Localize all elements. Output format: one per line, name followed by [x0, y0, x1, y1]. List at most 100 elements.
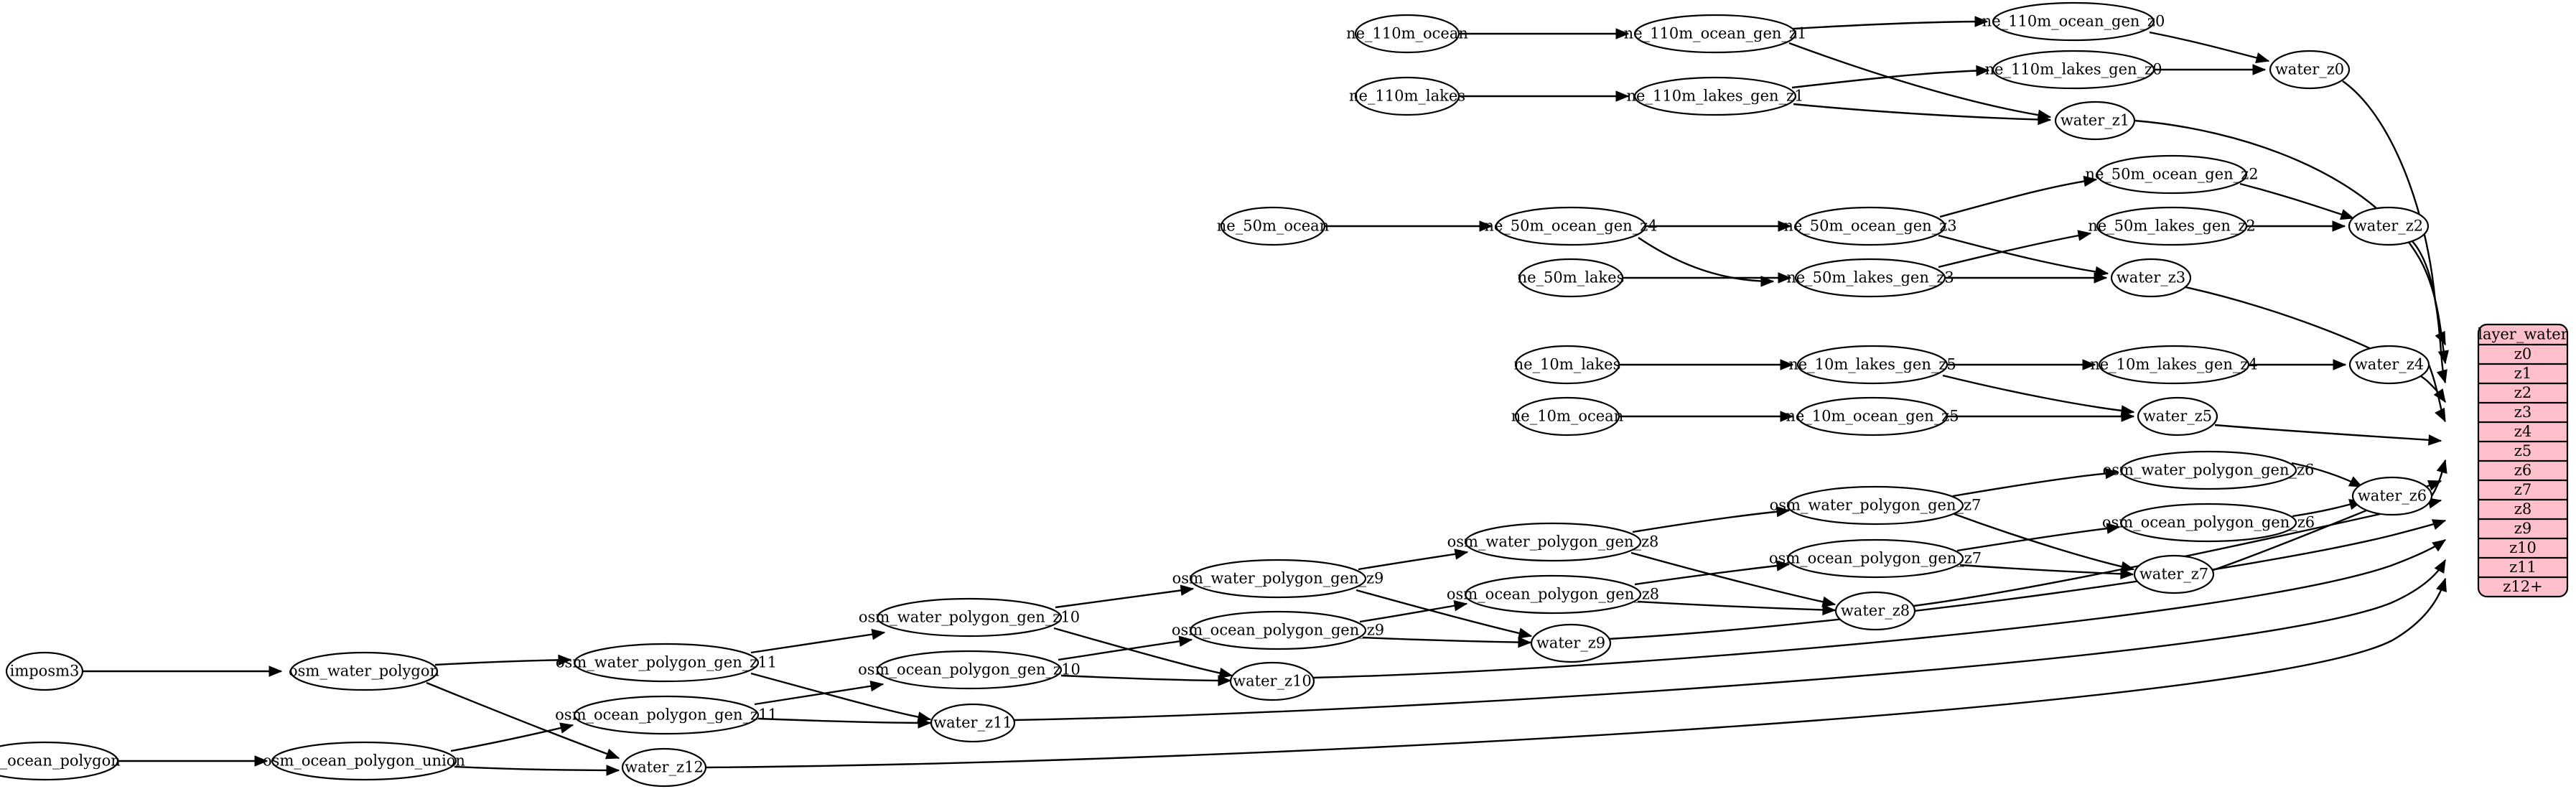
- node-ne_50m_ocean[interactable]: ne_50m_ocean: [1217, 206, 1329, 246]
- node-water_z10[interactable]: water_z10: [1229, 661, 1315, 701]
- node-ne_110m_ocean_gen_z1[interactable]: ne_110m_ocean_gen_z1: [1624, 14, 1807, 54]
- node-osm_ocean_polygon_union[interactable]: osm_ocean_polygon_union: [263, 741, 465, 781]
- node-ne_10m_lakes_gen_z4[interactable]: ne_10m_lakes_gen_z4: [2090, 345, 2258, 385]
- edge-arrowhead: [2332, 220, 2346, 232]
- edge-water_z2-to-z2: [2412, 241, 2447, 384]
- edge-arrowhead: [2106, 523, 2121, 534]
- node-osm_ocean_polygon_gen_z7[interactable]: osm_ocean_polygon_gen_z7: [1769, 538, 1982, 579]
- node-ellipse-ne_10m_ocean_gen_z5: [1796, 396, 1949, 436]
- node-ellipse-ne_110m_ocean_gen_z0: [1992, 1, 2155, 42]
- node-ne_110m_lakes_gen_z0[interactable]: ne_110m_lakes_gen_z0: [1985, 50, 2162, 90]
- edge-arrowhead: [1780, 359, 1794, 370]
- node-ne_10m_lakes_gen_z5[interactable]: ne_10m_lakes_gen_z5: [1788, 345, 1956, 385]
- node-ne_50m_ocean_gen_z2[interactable]: ne_50m_ocean_gen_z2: [2085, 154, 2259, 195]
- node-ne_110m_lakes[interactable]: ne_110m_lakes: [1349, 76, 1465, 116]
- edge-path: [1358, 551, 1468, 571]
- node-osm_ocean_polygon[interactable]: osm_ocean_polygon: [0, 741, 121, 781]
- node-osm_water_polygon_gen_z6[interactable]: osm_water_polygon_gen_z6: [2103, 450, 2315, 490]
- node-water_z8[interactable]: water_z8: [1834, 591, 1916, 631]
- edge-ne_50m_ocean_gen_z3-to-ne_50m_ocean_gen_z2: [1939, 175, 2098, 218]
- edge-ne_110m_lakes-to-ne_110m_lakes_gen_z1: [1460, 90, 1630, 102]
- node-ne_110m_ocean[interactable]: ne_110m_ocean: [1346, 14, 1468, 54]
- node-ellipse-ne_10m_lakes: [1514, 345, 1620, 385]
- edge-path: [750, 631, 885, 654]
- edge-path: [1312, 539, 2446, 679]
- node-water_z3[interactable]: water_z3: [2110, 258, 2192, 298]
- node-ellipse-osm_ocean_polygon_gen_z10: [876, 650, 1063, 690]
- edge-arrowhead: [1760, 276, 1775, 287]
- node-ne_110m_ocean_gen_z0[interactable]: ne_110m_ocean_gen_z0: [1982, 1, 2165, 42]
- edge-path: [754, 683, 884, 706]
- edge-path: [1956, 526, 2120, 552]
- edge-path: [1058, 638, 1193, 661]
- node-water_z5[interactable]: water_z5: [2137, 396, 2218, 436]
- edge-osm_ocean_polygon_gen_z10-to-water_z10: [1060, 674, 1232, 686]
- edge-path: [1634, 563, 1790, 586]
- edge-ne_110m_lakes_gen_z1-to-ne_110m_lakes_gen_z0: [1791, 65, 1990, 89]
- edge-path: [1793, 103, 2051, 121]
- edge-path: [1938, 234, 2109, 275]
- node-osm_ocean_polygon_gen_z8[interactable]: osm_ocean_polygon_gen_z8: [1447, 574, 1659, 615]
- node-ne_50m_lakes_gen_z3[interactable]: ne_50m_lakes_gen_z3: [1786, 258, 1954, 298]
- edge-ne_50m_ocean-to-ne_50m_ocean_gen_z4: [1325, 220, 1493, 232]
- node-ne_10m_ocean[interactable]: ne_10m_ocean: [1511, 396, 1623, 436]
- node-water_z11[interactable]: water_z11: [930, 703, 1016, 743]
- node-osm_water_polygon_gen_z11[interactable]: osm_water_polygon_gen_z11: [556, 643, 777, 683]
- edge-arrowhead: [1615, 90, 1630, 102]
- node-ellipse-osm_ocean_polygon_gen_z8: [1464, 574, 1642, 615]
- node-water_z7[interactable]: water_z7: [2133, 554, 2215, 594]
- node-ne_50m_lakes_gen_z2[interactable]: ne_50m_lakes_gen_z2: [2088, 206, 2256, 246]
- node-water_z2[interactable]: water_z2: [2348, 206, 2430, 246]
- node-water_z0[interactable]: water_z0: [2269, 50, 2351, 90]
- edge-ne_50m_ocean_gen_z2-to-water_z2: [2239, 182, 2355, 220]
- node-osm_water_polygon_gen_z7[interactable]: osm_water_polygon_gen_z7: [1770, 485, 1982, 526]
- node-osm_ocean_polygon_gen_z11[interactable]: osm_ocean_polygon_gen_z11: [555, 695, 778, 735]
- node-ellipse-ne_50m_lakes: [1518, 258, 1624, 298]
- node-ellipse-water_z7: [2133, 554, 2215, 594]
- nodes-layer: ne_110m_ocean ne_110m_ocean_gen_z1 ne_110m…: [0, 1, 2433, 788]
- edge-ne_10m_lakes_gen_z4-to-water_z4: [2249, 359, 2347, 370]
- node-osm_water_polygon_gen_z10[interactable]: osm_water_polygon_gen_z10: [859, 597, 1080, 638]
- edge-path: [1938, 232, 2091, 269]
- node-ellipse-osm_water_polygon_gen_z9: [1189, 559, 1367, 599]
- node-water_z4[interactable]: water_z4: [2348, 345, 2430, 385]
- node-water_z12[interactable]: water_z12: [621, 747, 707, 788]
- node-ne_50m_lakes[interactable]: ne_50m_lakes: [1518, 258, 1625, 298]
- edge-path: [2239, 182, 2354, 220]
- node-water_z6[interactable]: water_z6: [2351, 476, 2433, 516]
- node-osm_water_polygon_gen_z8[interactable]: osm_water_polygon_gen_z8: [1447, 522, 1659, 562]
- edge-arrowhead: [1218, 675, 1232, 686]
- edge-arrowhead: [1822, 604, 1837, 616]
- edge-arrowhead: [2333, 359, 2347, 370]
- edge-arrowhead: [2348, 476, 2363, 487]
- node-ne_110m_lakes_gen_z1[interactable]: ne_110m_lakes_gen_z1: [1627, 76, 1804, 116]
- edge-arrowhead: [1780, 411, 1794, 422]
- node-ne_50m_ocean_gen_z4[interactable]: ne_50m_ocean_gen_z4: [1484, 206, 1658, 246]
- node-ne_50m_ocean_gen_z3[interactable]: ne_50m_ocean_gen_z3: [1783, 206, 1957, 246]
- node-osm_water_polygon[interactable]: osm_water_polygon: [289, 651, 439, 691]
- edge-osm_ocean_polygon_gen_z6-to-water_z6: [2292, 499, 2363, 518]
- node-osm_ocean_polygon_gen_z9[interactable]: osm_ocean_polygon_gen_z9: [1172, 610, 1384, 650]
- edge-arrowhead: [2431, 519, 2447, 530]
- edge-path: [1053, 627, 1233, 677]
- node-ellipse-ne_50m_lakes_gen_z2: [2096, 206, 2248, 246]
- edge-osm_water_polygon_gen_z8-to-water_z8: [1630, 551, 1837, 607]
- edge-arrowhead: [1180, 584, 1195, 596]
- node-osm_water_polygon_gen_z9[interactable]: osm_water_polygon_gen_z9: [1172, 559, 1384, 599]
- node-ne_10m_lakes[interactable]: ne_10m_lakes: [1514, 345, 1621, 385]
- node-water_z1[interactable]: water_z1: [2054, 101, 2136, 141]
- edge-arrowhead: [2427, 480, 2442, 491]
- node-ellipse-osm_ocean_polygon_gen_z11: [573, 695, 760, 735]
- edge-arrowhead: [1775, 506, 1791, 518]
- node-ellipse-osm_ocean_polygon: [0, 741, 119, 781]
- node-ellipse-water_z10: [1229, 661, 1315, 701]
- node-ellipse-ne_10m_lakes_gen_z5: [1796, 345, 1949, 385]
- node-ellipse-water_z0: [2269, 50, 2351, 90]
- node-osm_ocean_polygon_gen_z10[interactable]: osm_ocean_polygon_gen_z10: [858, 650, 1081, 690]
- node-water_z9[interactable]: water_z9: [1530, 623, 1612, 663]
- edge-osm_ocean_polygon_gen_z10-to-osm_ocean_polygon_gen_z9: [1058, 635, 1193, 661]
- node-ne_10m_ocean_gen_z5[interactable]: ne_10m_ocean_gen_z5: [1786, 396, 1959, 436]
- edge-arrowhead: [918, 717, 932, 729]
- node-imposm3[interactable]: imposm3: [5, 651, 84, 691]
- edge-path: [1632, 509, 1790, 533]
